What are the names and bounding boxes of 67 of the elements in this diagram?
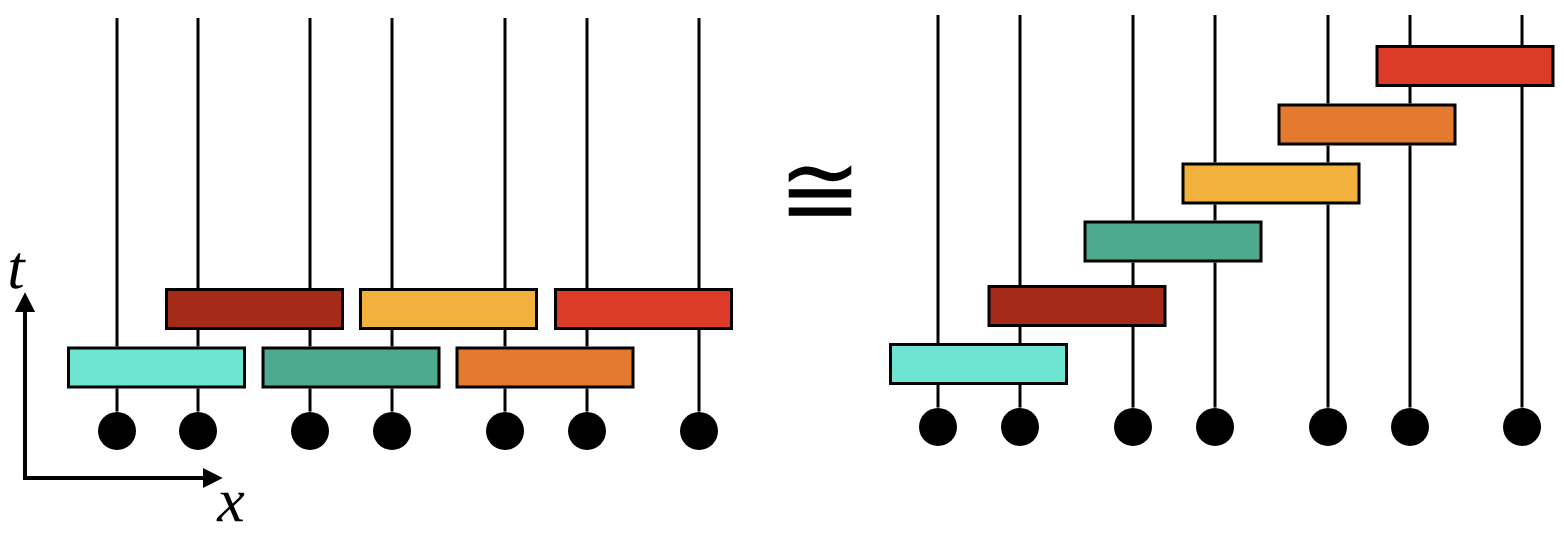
- dot: [373, 412, 411, 450]
- wire: [585, 18, 589, 288]
- wire: [1131, 262, 1135, 285]
- wire: [308, 18, 312, 288]
- dot: [98, 412, 136, 450]
- gate-box: [165, 288, 344, 330]
- dot: [1391, 408, 1429, 446]
- wire: [390, 18, 394, 288]
- wire: [196, 330, 200, 347]
- wire: [585, 388, 589, 412]
- wire: [1018, 327, 1022, 343]
- gate-box: [1083, 220, 1263, 263]
- wire: [1520, 15, 1524, 45]
- wire: [390, 330, 394, 347]
- gate-box: [554, 288, 733, 330]
- dot: [568, 412, 606, 450]
- wire: [1018, 385, 1022, 408]
- wire: [936, 385, 940, 408]
- wire: [1326, 145, 1330, 163]
- wire: [585, 330, 589, 347]
- gate-box: [1277, 103, 1457, 146]
- wire: [1520, 87, 1524, 408]
- wire: [697, 330, 701, 412]
- wire: [936, 15, 940, 343]
- wire: [196, 388, 200, 412]
- dot: [486, 412, 524, 450]
- wire: [1326, 15, 1330, 104]
- dot: [1001, 408, 1039, 446]
- wire: [1408, 15, 1412, 45]
- dot: [291, 412, 329, 450]
- gate-box: [1375, 45, 1555, 87]
- wire: [1213, 204, 1217, 221]
- wire: [1213, 15, 1217, 163]
- axis-label: t: [10, 253, 26, 289]
- wire: [1408, 87, 1412, 104]
- gate-box: [455, 346, 635, 389]
- wire: [697, 18, 701, 288]
- wire: [1213, 262, 1217, 408]
- dot: [919, 408, 957, 446]
- wire: [503, 330, 507, 347]
- wire: [390, 388, 394, 412]
- dot: [1503, 408, 1541, 446]
- wire: [115, 388, 119, 412]
- wire: [1408, 145, 1412, 408]
- dot: [680, 412, 718, 450]
- axis-label: x: [216, 492, 245, 522]
- wire: [1131, 327, 1135, 408]
- gate-box: [889, 343, 1068, 385]
- dot: [1196, 408, 1234, 446]
- wire: [1018, 15, 1022, 285]
- wire: [503, 388, 507, 412]
- gate-box: [359, 288, 538, 330]
- wire: [308, 388, 312, 412]
- wire: [196, 18, 200, 288]
- dot: [1309, 408, 1347, 446]
- dot: [1114, 408, 1152, 446]
- gate-box: [987, 285, 1167, 327]
- wire: [1326, 204, 1330, 408]
- wire: [115, 18, 119, 347]
- gate-box: [261, 346, 441, 389]
- wire: [308, 330, 312, 347]
- gate-box: [1181, 162, 1361, 205]
- wire: [503, 18, 507, 288]
- dot: [179, 412, 217, 450]
- gate-box: [67, 346, 246, 389]
- relation-symbol: ≅: [788, 165, 852, 216]
- wire: [1131, 15, 1135, 221]
